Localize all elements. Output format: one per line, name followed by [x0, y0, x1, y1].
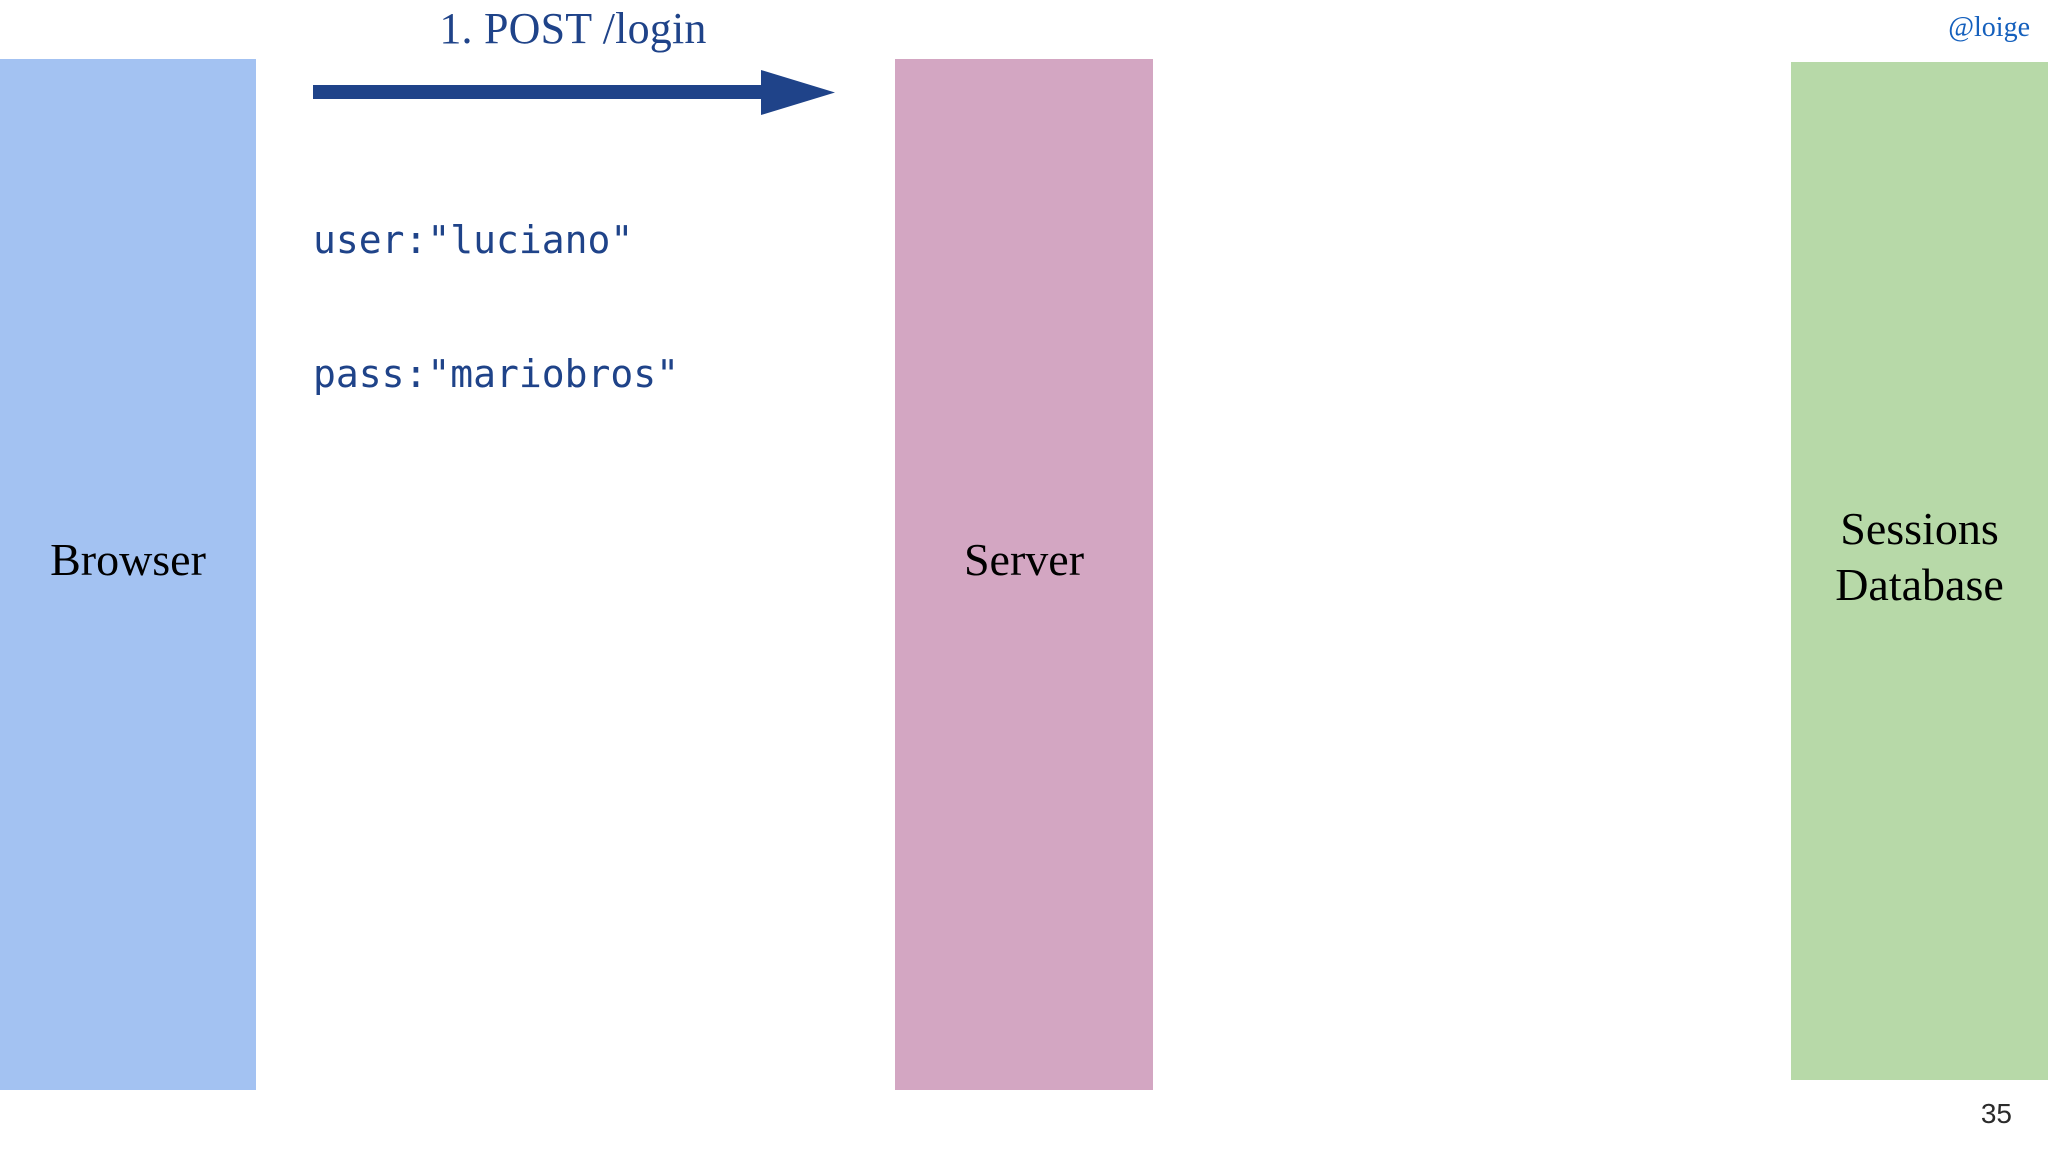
lifeline-server-label: Server — [895, 532, 1153, 588]
message-payload: user:"luciano" pass:"mariobros" — [313, 128, 679, 487]
lifeline-browser-label: Browser — [0, 532, 256, 588]
lifeline-server: Server — [895, 59, 1153, 1090]
message-payload-line-1: user:"luciano" — [313, 217, 634, 262]
lifeline-browser-label-line-1: Browser — [50, 534, 206, 586]
message-arrow-right-icon — [313, 66, 835, 122]
lifeline-browser: Browser — [0, 59, 256, 1090]
lifeline-sessions-database-label-line-1: Sessions — [1840, 502, 1999, 554]
message-payload-line-2: pass:"mariobros" — [313, 352, 680, 397]
lifeline-sessions-database-label-line-2: Database — [1835, 559, 2004, 610]
lifeline-server-label-line-1: Server — [963, 534, 1085, 586]
lifeline-sessions-database: Sessions Database — [1791, 62, 2048, 1080]
page-number: 35 — [1980, 1098, 2012, 1129]
lifeline-sessions-database-label: Sessions Database — [1791, 501, 2048, 613]
social-handle[interactable]: @loige — [1948, 12, 2030, 43]
message-title: 1. POST /login — [439, 4, 707, 53]
message-group: 1. POST /login user:"luciano" pass:"mari… — [313, 0, 873, 396]
